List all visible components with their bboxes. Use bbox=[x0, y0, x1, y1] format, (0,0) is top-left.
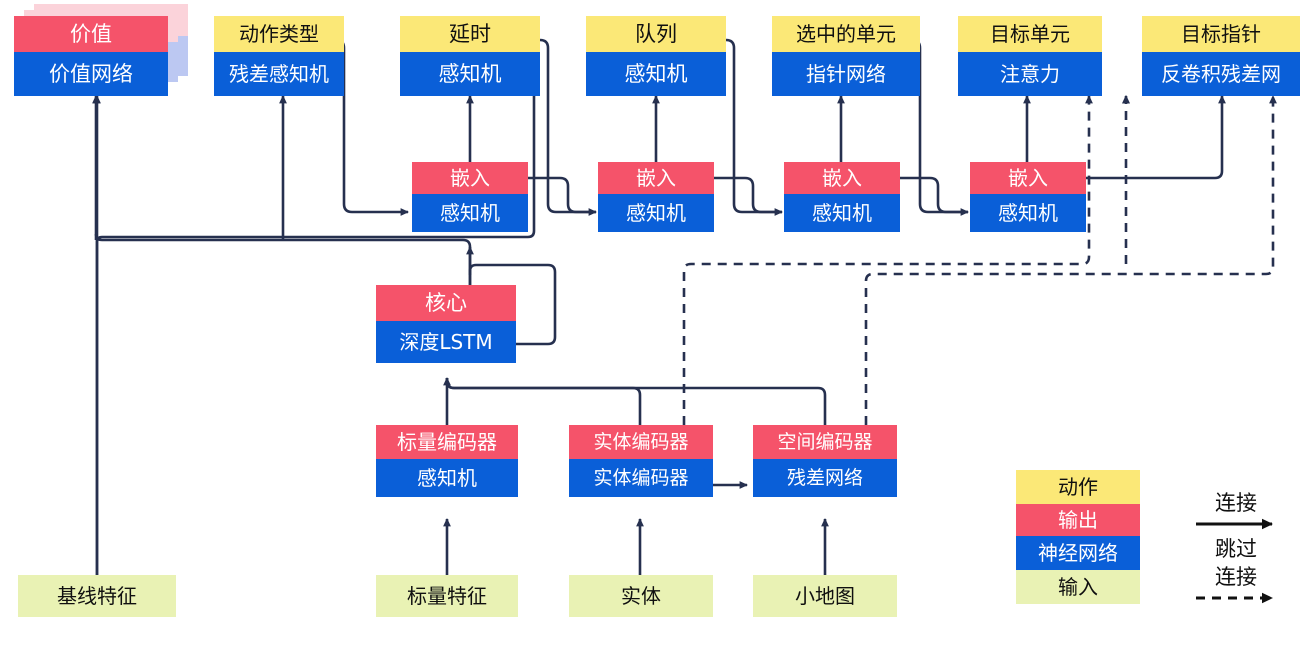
node-core-head: 核心 bbox=[376, 285, 516, 321]
node-target-unit[interactable]: 目标单元 注意力 bbox=[958, 16, 1102, 96]
legend: 动作 输出 神经网络 输入 bbox=[1016, 470, 1140, 604]
node-action-type-head: 动作类型 bbox=[214, 16, 344, 52]
node-scalar-encoder[interactable]: 标量编码器 感知机 bbox=[376, 425, 518, 497]
node-delay[interactable]: 延时 感知机 bbox=[400, 16, 540, 96]
legend-swatch-action: 动作 bbox=[1016, 470, 1140, 504]
node-input-scalar-features[interactable]: 标量特征 bbox=[376, 575, 518, 617]
node-selected-units[interactable]: 选中的单元 指针网络 bbox=[772, 16, 920, 96]
node-embed-1-head: 嵌入 bbox=[412, 162, 528, 194]
node-core-body: 深度LSTM bbox=[376, 321, 516, 363]
node-embed-1[interactable]: 嵌入 感知机 bbox=[412, 162, 528, 232]
node-target-unit-body: 注意力 bbox=[958, 52, 1102, 96]
node-delay-body: 感知机 bbox=[400, 52, 540, 96]
node-value-body: 价值网络 bbox=[14, 52, 168, 96]
node-spatial-encoder[interactable]: 空间编码器 残差网络 bbox=[753, 425, 897, 497]
node-embed-2-body: 感知机 bbox=[598, 194, 714, 232]
legend-skip-label-line2: 连接 bbox=[1215, 565, 1257, 589]
node-target-point-body: 反卷积残差网 bbox=[1142, 52, 1300, 96]
legend-connection-label: 连接 bbox=[1215, 491, 1257, 515]
node-selected-units-head: 选中的单元 bbox=[772, 16, 920, 52]
node-embed-1-body: 感知机 bbox=[412, 194, 528, 232]
node-action-type[interactable]: 动作类型 残差感知机 bbox=[214, 16, 344, 96]
wire-embed4-to-target-point bbox=[1086, 95, 1226, 180]
wire-entity-encoder-to-core bbox=[445, 378, 642, 425]
node-scalar-encoder-head: 标量编码器 bbox=[376, 425, 518, 459]
node-entity-encoder-body: 实体编码器 bbox=[569, 459, 713, 497]
wire-spatial-encoder-to-core bbox=[445, 378, 827, 425]
node-embed-4-body: 感知机 bbox=[970, 194, 1086, 232]
legend-swatch-network: 神经网络 bbox=[1016, 536, 1140, 570]
node-entity-encoder-head: 实体编码器 bbox=[569, 425, 713, 459]
wire-embed2-to-embed3 bbox=[714, 176, 783, 216]
node-target-point[interactable]: 目标指针 反卷积残差网 bbox=[1142, 16, 1300, 96]
skip-spatial-encoder-to-target-point bbox=[864, 95, 1277, 425]
node-value[interactable]: 价值 价值网络 bbox=[14, 16, 168, 96]
node-input-entities[interactable]: 实体 bbox=[569, 575, 713, 617]
node-input-baseline-features[interactable]: 基线特征 bbox=[18, 575, 176, 617]
node-selected-units-body: 指针网络 bbox=[772, 52, 920, 96]
legend-skip-label-line1: 跳过 bbox=[1215, 537, 1257, 561]
node-embed-2-head: 嵌入 bbox=[598, 162, 714, 194]
legend-swatch-output: 输出 bbox=[1016, 504, 1140, 536]
wire-embed3-to-embed4 bbox=[900, 176, 969, 216]
node-input-minimap[interactable]: 小地图 bbox=[753, 575, 897, 617]
node-spatial-encoder-head: 空间编码器 bbox=[753, 425, 897, 459]
node-queue-body: 感知机 bbox=[586, 52, 726, 96]
skip-entity-encoder-to-selected-units bbox=[682, 95, 1093, 425]
node-delay-head: 延时 bbox=[400, 16, 540, 52]
node-entity-encoder[interactable]: 实体编码器 实体编码器 bbox=[569, 425, 713, 497]
node-spatial-encoder-body: 残差网络 bbox=[753, 459, 897, 497]
node-queue-head: 队列 bbox=[586, 16, 726, 52]
node-queue[interactable]: 队列 感知机 bbox=[586, 16, 726, 96]
node-value-head: 价值 bbox=[14, 16, 168, 52]
node-embed-4-head: 嵌入 bbox=[970, 162, 1086, 194]
node-embed-4[interactable]: 嵌入 感知机 bbox=[970, 162, 1086, 232]
wire-core-bus-left bbox=[94, 233, 472, 285]
node-action-type-body: 残差感知机 bbox=[214, 52, 344, 96]
node-target-unit-head: 目标单元 bbox=[958, 16, 1102, 52]
node-embed-3-body: 感知机 bbox=[784, 194, 900, 232]
wire-action-type-to-embed1 bbox=[335, 38, 409, 216]
node-scalar-encoder-body: 感知机 bbox=[376, 459, 518, 497]
node-target-point-head: 目标指针 bbox=[1142, 16, 1300, 52]
wire-embed1-to-embed2 bbox=[528, 176, 597, 216]
legend-swatch-input: 输入 bbox=[1016, 570, 1140, 604]
node-embed-3[interactable]: 嵌入 感知机 bbox=[784, 162, 900, 232]
node-core[interactable]: 核心 深度LSTM bbox=[376, 285, 516, 363]
node-embed-2[interactable]: 嵌入 感知机 bbox=[598, 162, 714, 232]
node-embed-3-head: 嵌入 bbox=[784, 162, 900, 194]
